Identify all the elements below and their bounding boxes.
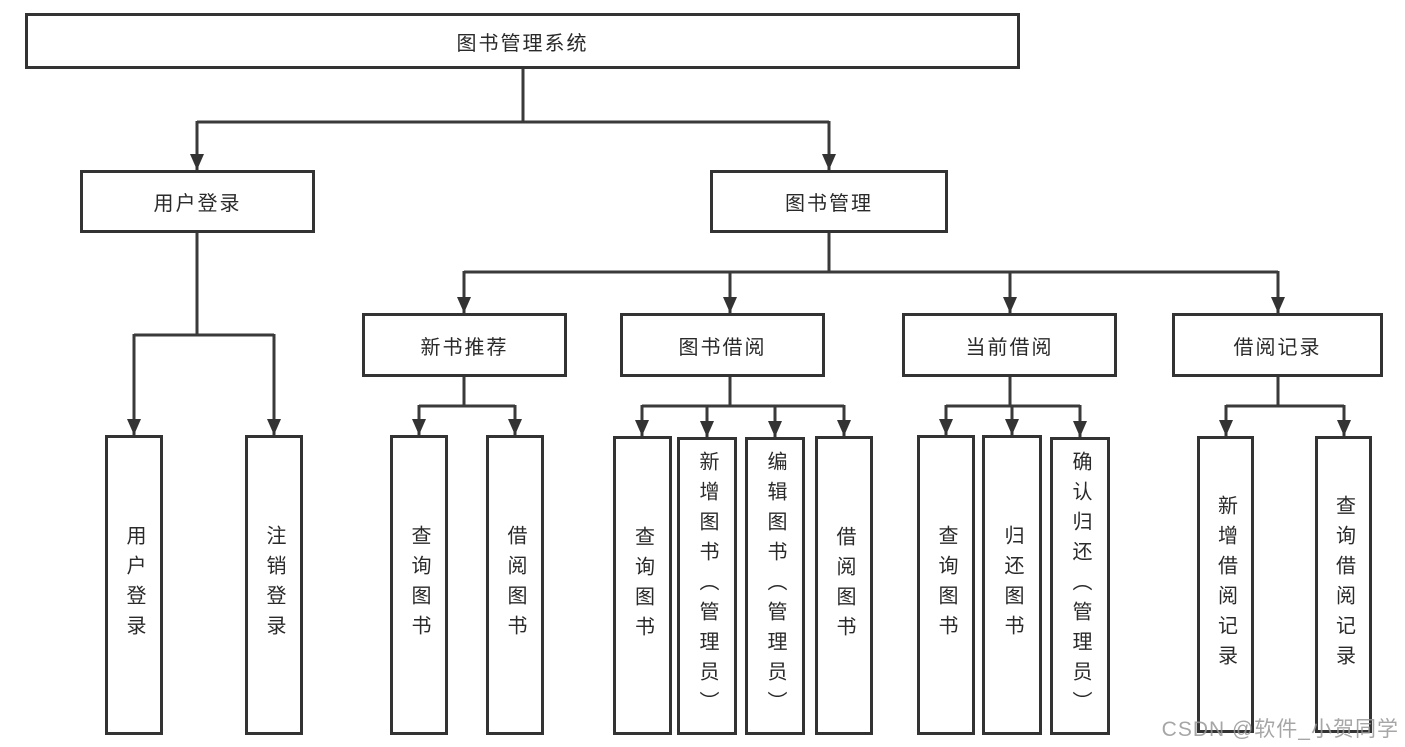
- leaf-label: 新增借阅记录: [1214, 494, 1237, 675]
- leaf-edit-books-admin: 编辑图书（管理员）: [745, 437, 805, 735]
- node-new-book-recommendation: 新书推荐: [362, 313, 567, 377]
- leaf-logout: 注销登录: [245, 435, 303, 735]
- leaf-query-borrow-records: 查询借阅记录: [1315, 436, 1372, 733]
- leaf-borrow-books-1: 借阅图书: [486, 435, 544, 735]
- leaf-label: 查询图书: [408, 525, 430, 645]
- leaf-label: 新增图书（管理员）: [696, 451, 718, 721]
- leaf-user-login: 用户登录: [105, 435, 163, 735]
- leaf-label: 确认归还（管理员）: [1069, 451, 1091, 721]
- node-current-borrowing: 当前借阅: [902, 313, 1117, 377]
- node-book-management-branch: 图书管理: [710, 170, 948, 233]
- leaf-label: 注销登录: [263, 525, 285, 645]
- node-borrowing-records: 借阅记录: [1172, 313, 1383, 377]
- node-book-borrowing: 图书借阅: [620, 313, 825, 377]
- leaf-label: 查询借阅记录: [1332, 494, 1355, 675]
- node-library-management-system: 图书管理系统: [25, 13, 1020, 69]
- leaf-label: 编辑图书（管理员）: [764, 451, 786, 721]
- leaf-query-books-3: 查询图书: [917, 435, 975, 735]
- leaf-return-books: 归还图书: [982, 435, 1042, 735]
- leaf-label: 查询图书: [631, 525, 654, 646]
- leaf-add-borrow-record: 新增借阅记录: [1197, 436, 1254, 733]
- leaf-label: 查询图书: [935, 525, 957, 645]
- node-user-login-branch: 用户登录: [80, 170, 315, 233]
- leaf-query-books-2: 查询图书: [613, 436, 672, 735]
- leaf-label: 归还图书: [1001, 525, 1023, 645]
- leaf-borrow-books-2: 借阅图书: [815, 436, 873, 735]
- leaf-label: 借阅图书: [833, 525, 855, 646]
- leaf-confirm-return-admin: 确认归还（管理员）: [1050, 437, 1110, 735]
- leaf-label: 借阅图书: [504, 525, 526, 645]
- leaf-label: 用户登录: [123, 525, 145, 645]
- leaf-add-books-admin: 新增图书（管理员）: [677, 437, 737, 735]
- csdn-watermark: CSDN @软件_小贺同学: [1161, 718, 1399, 741]
- leaf-query-books-1: 查询图书: [390, 435, 448, 735]
